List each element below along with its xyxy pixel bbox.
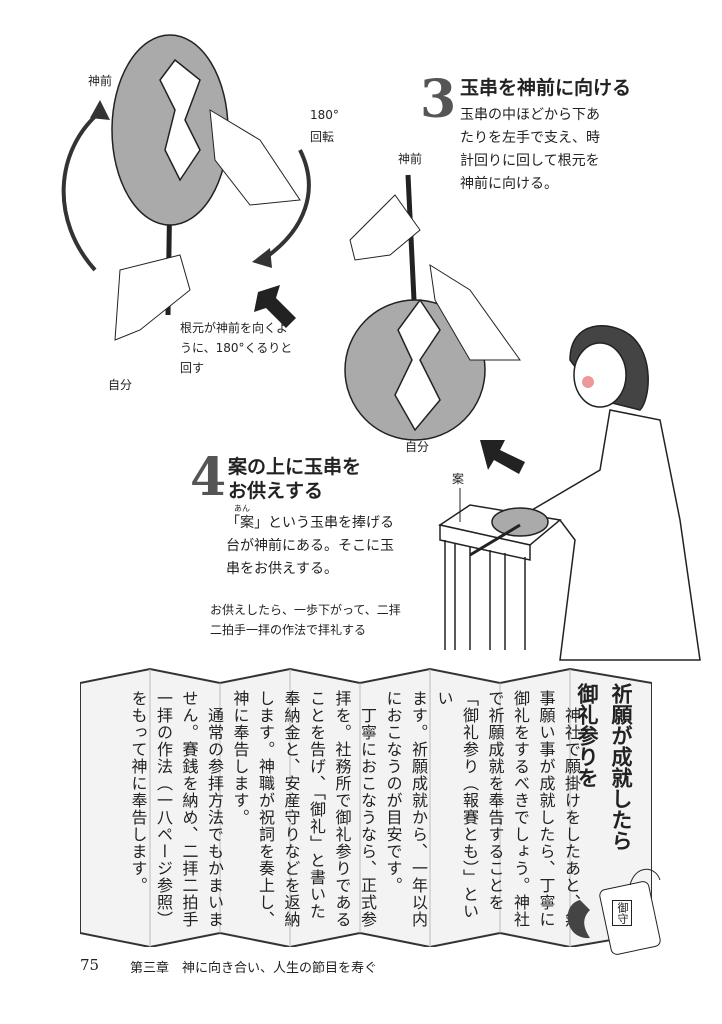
rotate-note-line: 根元が神前を向くよ <box>180 321 289 335</box>
step3-body: 玉串の中ほどから下あ たりを左手で支え、時 計回りに回して根元を 神前に向ける。 <box>460 104 600 196</box>
column-line: 神に奉告します。 <box>230 690 250 826</box>
hand-lower-2 <box>429 264 521 361</box>
step4-caption: お供えしたら、一歩下がって、二拝 二拍手一拝の作法で拝礼する <box>210 600 401 640</box>
step3-title: 玉串を神前に向ける <box>460 77 632 99</box>
column-title-line: 御礼参りを <box>575 683 599 788</box>
folding-screen-box <box>80 667 652 947</box>
column-line: 御礼をするべきでしょう。神社 <box>511 690 530 928</box>
column-line: 通常の参拝方法でもかまいま <box>205 690 224 928</box>
step3-body-line: 玉串の中ほどから下あ <box>460 107 600 123</box>
hand-bottom <box>114 254 191 341</box>
label-front-middle: 神前 <box>398 152 423 166</box>
amulet-label: 御守 <box>612 900 632 926</box>
column-line: 「御礼参り（報賽とも）」といい <box>434 690 480 920</box>
label-self-middle: 自分 <box>405 440 430 454</box>
column-line: します。神職が祝詞を奏上し、 <box>256 690 275 928</box>
step4-body-line: 「案」という玉串を捧げる <box>226 515 394 531</box>
column-line: で祈願成就を奉告することを <box>485 690 505 911</box>
column-line: 拝を。社務所で御礼参りである <box>332 690 352 928</box>
step4-number: 4 <box>190 447 227 508</box>
step4-body: 「案」という玉串を捧げる 台が神前にある。そこに玉 串をお供えする。 <box>226 512 394 581</box>
step4-title: 案の上に玉串を お供えする <box>228 455 361 503</box>
label-rotate-degree: 180° <box>310 108 339 122</box>
rotate-note-line: 回す <box>180 361 205 375</box>
step3-number: 3 <box>420 69 457 130</box>
step4-title-line: 案の上に玉串を <box>228 456 362 478</box>
step4-caption-line: お供えしたら、一歩下がって、二拝 <box>210 603 401 617</box>
rotate-arrow-left-icon <box>61 110 102 272</box>
column-title-line: 祈願が成就したら <box>609 683 633 851</box>
column-line: 丁寧におこなうなら、正式参 <box>358 690 377 928</box>
column-body: 神社で願掛けをしたあと、無事願い事が成就したら、丁寧に御礼をするべきでしょう。神… <box>125 690 584 935</box>
step4-title-line: お供えする <box>228 480 324 502</box>
column-line: ます。祈願成就から、一年以内 <box>409 690 428 928</box>
column-line: をもって神に奉告します。 <box>128 690 148 894</box>
column-line: ことを告げ、「御礼」と書いた <box>307 690 326 920</box>
column-line: におこなうのが目安です。 <box>383 690 403 894</box>
step3-body-line: たりを左手で支え、時 <box>460 130 600 146</box>
tamagushi-turned <box>344 174 486 441</box>
step4-body-line: 台が神前にある。そこに玉 <box>226 538 394 554</box>
step4-body-line: 串をお供えする。 <box>226 561 338 577</box>
hand-top <box>209 109 301 206</box>
table-an <box>438 504 562 650</box>
hand-upper-2 <box>349 194 421 261</box>
woman-offering <box>514 325 701 661</box>
illustrations <box>61 34 701 661</box>
column-line: 一拝の作法（一八ページ参照） <box>154 690 173 928</box>
column-title: 祈願が成就したら 御礼参りを <box>570 683 638 933</box>
label-table: 案 <box>452 472 465 486</box>
step4-ruby: あん <box>234 504 250 513</box>
column-line: 奉納金と、安産守りなどを返納 <box>281 690 301 928</box>
arrow-down-right-icon <box>254 285 296 328</box>
label-rotate: 回転 <box>310 130 335 144</box>
column-line: 事願い事が成就したら、丁寧に <box>536 690 556 928</box>
label-self-left: 自分 <box>108 378 133 392</box>
arrow-right-icon <box>480 440 525 474</box>
step3-body-line: 神前に向ける。 <box>460 176 558 192</box>
rotate-note: 根元が神前を向くよ うに、180°くるりと 回す <box>180 318 292 378</box>
label-front-top: 神前 <box>88 74 113 88</box>
rotate-note-line: うに、180°くるりと <box>180 341 293 355</box>
step4-caption-line: 二拍手一拝の作法で拝礼する <box>210 623 367 637</box>
step3-body-line: 計回りに回して根元を <box>460 153 600 169</box>
page-number: 75 <box>80 956 100 974</box>
column-line: せん。賽銭を納め、二拝二拍手 <box>179 690 199 928</box>
rotate-arrow-right-icon <box>263 149 311 260</box>
chapter-title: 第三章 神に向き合い、人生の節目を寿ぐ <box>130 961 378 976</box>
column-line: 神社で願掛けをしたあと、無 <box>562 690 581 928</box>
